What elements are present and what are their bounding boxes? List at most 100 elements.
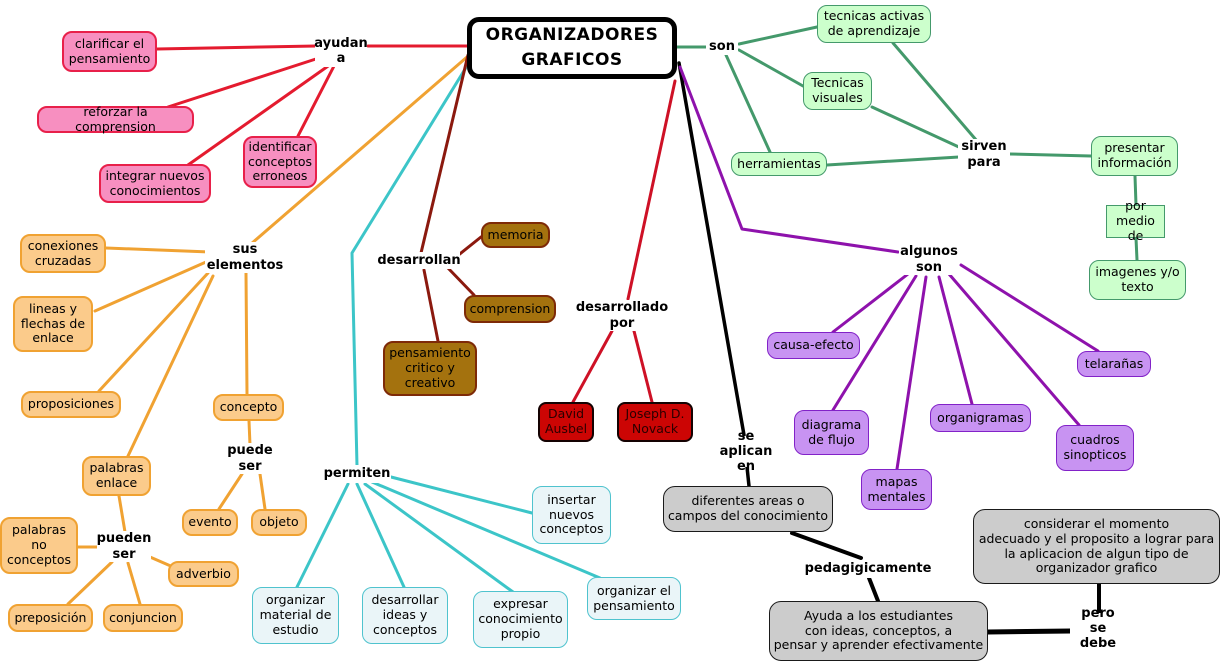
edge-presentar-informacion--por-medio-de: [1133, 174, 1138, 207]
edge-pedagigicamente--ayuda-a-los-estudiantes: [867, 576, 880, 603]
link-label-desarrollado-por[interactable]: desarrollado por: [575, 300, 669, 331]
edge-organizadores--sus-elementos: [249, 55, 469, 246]
node-telaranas[interactable]: telarañas: [1077, 351, 1151, 377]
edge-diferentes-areas--pedagigicamente: [790, 531, 863, 560]
edge-permiten--expresar-conocimiento-propio: [363, 482, 515, 594]
edge-organizadores--desarrollan: [419, 53, 470, 255]
node-causa-efecto[interactable]: causa-efecto: [767, 332, 860, 359]
edge-ayudan-a--clarificar-el-pensamiento: [155, 44, 318, 51]
node-preposicion[interactable]: preposición: [8, 604, 93, 632]
node-diferentes-areas-o-campos-del-conocimiento[interactable]: diferentes areas o campos del conocimien…: [663, 486, 833, 532]
link-label-pueden-ser[interactable]: pueden ser: [96, 531, 152, 562]
edge-ayudan-a--identificar-conceptos-erroneos: [296, 64, 336, 138]
edge-palabras-enlace--pueden-ser: [117, 494, 127, 534]
node-adverbio[interactable]: adverbio: [168, 561, 239, 587]
node-mapas-mentales[interactable]: mapas mentales: [861, 469, 932, 510]
edge-desarrollan--memoria: [454, 235, 483, 259]
edge-ayuda-a-los-estudiantes--pero-se-debe: [985, 628, 1074, 635]
link-label-ayudan-a[interactable]: ayudan a: [314, 35, 368, 67]
node-david-ausbel[interactable]: David Ausbel: [538, 402, 594, 442]
edge-desarrollado-por--david-ausbel: [571, 329, 614, 404]
edge-algunos-son--mapas-mentales: [895, 275, 928, 471]
node-ayuda-a-los-estudiantes[interactable]: Ayuda a los estudiantes con ideas, conce…: [769, 601, 988, 661]
edge-sus-elementos--palabras-enlace: [126, 274, 215, 458]
edge-son--tecnicas-activas: [737, 25, 819, 46]
node-tecnicas-visuales[interactable]: Tecnicas visuales: [803, 72, 872, 110]
node-insertar-nuevos-conceptos[interactable]: insertar nuevos conceptos: [532, 486, 611, 544]
link-label-puede-ser[interactable]: puede ser: [226, 443, 274, 474]
edge-sus-elementos--conexiones-cruzadas: [104, 246, 212, 254]
edge-ayudan-a--reforzar-la-comprension: [166, 55, 324, 109]
node-palabras-enlace[interactable]: palabras enlace: [82, 456, 151, 496]
node-organizar-el-pensamiento[interactable]: organizar el pensamiento: [587, 577, 681, 620]
edge-algunos-son--organigramas: [937, 275, 974, 406]
node-considerar-el-momento[interactable]: considerar el momento adecuado y el prop…: [973, 509, 1220, 584]
link-label-sus-elementos[interactable]: sus elementos: [205, 242, 285, 273]
node-palabras-no-conceptos[interactable]: palabras no conceptos: [0, 517, 78, 574]
node-proposiciones[interactable]: proposiciones: [21, 391, 121, 418]
node-expresar-conocimiento-propio[interactable]: expresar conocimiento propio: [473, 591, 568, 648]
node-desarrollar-ideas-y-conceptos[interactable]: desarrollar ideas y conceptos: [362, 587, 448, 644]
node-cuadros-sinopticos[interactable]: cuadros sinopticos: [1056, 425, 1134, 471]
link-label-pero-se-debe[interactable]: pero se debe: [1070, 606, 1126, 651]
node-diagrama-de-flujo[interactable]: diagrama de flujo: [794, 410, 869, 455]
node-herramientas[interactable]: herramientas: [731, 152, 827, 176]
edge-tecnicas-activas--sirven-para: [891, 41, 979, 143]
edge-son--herramientas: [724, 53, 772, 154]
node-conexiones-cruzadas[interactable]: conexiones cruzadas: [20, 234, 106, 273]
edge-permiten--organizar-el-pensamiento: [370, 480, 602, 580]
edge-pueden-ser--preposicion: [66, 560, 114, 606]
edge-pueden-ser--conjuncion: [126, 561, 142, 606]
link-label-desarrollan[interactable]: desarrollan: [377, 252, 461, 269]
node-clarificar-el-pensamiento[interactable]: clarificar el pensamiento: [62, 31, 157, 72]
edge-son--tecnicas-visuales: [737, 48, 805, 88]
link-label-algunos-son[interactable]: algunos son: [899, 244, 959, 275]
edge-concepto--puede-ser: [247, 419, 252, 447]
link-label-son[interactable]: son: [706, 38, 738, 55]
node-imagenes-yo-texto[interactable]: imagenes y/o texto: [1089, 260, 1186, 300]
node-tecnicas-activas-de-aprendizaje[interactable]: tecnicas activas de aprendizaje: [817, 5, 931, 43]
edge-desarrollan--comprension: [445, 265, 476, 297]
edge-puede-ser--objeto: [258, 472, 267, 511]
node-organizadores-graficos[interactable]: ORGANIZADORES GRAFICOS: [467, 17, 677, 79]
edge-sus-elementos--proposiciones: [97, 271, 210, 393]
node-pensamiento-critico-y-creativo[interactable]: pensamiento critico y creativo: [383, 341, 477, 396]
node-comprension[interactable]: comprension: [464, 295, 556, 323]
node-reforzar-la-comprension[interactable]: reforzar la comprension: [37, 104, 194, 133]
node-por-medio-de[interactable]: por medio de: [1106, 199, 1165, 243]
node-conjuncion[interactable]: conjuncion: [103, 604, 183, 632]
edge-permiten--desarrollar-ideas-y-conceptos: [355, 482, 406, 589]
node-organigramas[interactable]: organigramas: [930, 404, 1031, 432]
edge-herramientas--sirven-para: [825, 155, 961, 167]
node-lineas-y-flechas-de-enlace[interactable]: lineas y flechas de enlace: [13, 296, 93, 352]
node-organizar-material-de-estudio[interactable]: organizar material de estudio: [252, 587, 339, 644]
node-joseph-d-novack[interactable]: Joseph D. Novack: [617, 402, 693, 442]
edge-organizadores--algunos-son: [678, 65, 900, 254]
node-identificar-conceptos-erroneos[interactable]: identificar conceptos erroneos: [243, 136, 317, 188]
node-presentar-informacion[interactable]: presentar información: [1091, 136, 1178, 176]
link-label-pedagigicamente[interactable]: pedagigicamente: [804, 560, 932, 578]
node-memoria[interactable]: memoria: [481, 222, 550, 248]
link-label-sirven-para[interactable]: sirven para: [958, 139, 1010, 170]
edge-se-aplican-en--diferentes-areas: [745, 465, 751, 488]
link-label-se-aplican-en[interactable]: se aplican en: [709, 429, 783, 474]
node-evento[interactable]: evento: [182, 509, 238, 536]
edge-permiten--organizar-material-de-estudio: [295, 482, 350, 589]
edge-algunos-son--causa-efecto: [831, 272, 910, 334]
edge-algunos-son--telaranas: [959, 263, 1100, 353]
edge-tecnicas-visuales--sirven-para: [870, 105, 963, 150]
node-concepto[interactable]: concepto: [213, 394, 284, 421]
edge-puede-ser--evento: [217, 472, 244, 511]
link-label-permiten[interactable]: permiten: [323, 465, 391, 483]
edge-organizadores--desarrollado-por: [626, 79, 677, 301]
edge-sirven-para--presentar-informacion: [1008, 152, 1093, 158]
node-integrar-nuevos-conocimientos[interactable]: integrar nuevos conocimientos: [99, 164, 211, 203]
edge-por-medio-de--imagenes-yo-texto: [1134, 236, 1139, 262]
node-objeto[interactable]: objeto: [251, 509, 307, 536]
edge-algunos-son--cuadros-sinopticos: [947, 272, 1081, 427]
edge-organizadores--permiten: [350, 59, 472, 468]
edge-ayudan-a--integrar-nuevos-conocimientos: [186, 62, 333, 167]
edge-sus-elementos--lineas-y-flechas: [93, 260, 208, 313]
